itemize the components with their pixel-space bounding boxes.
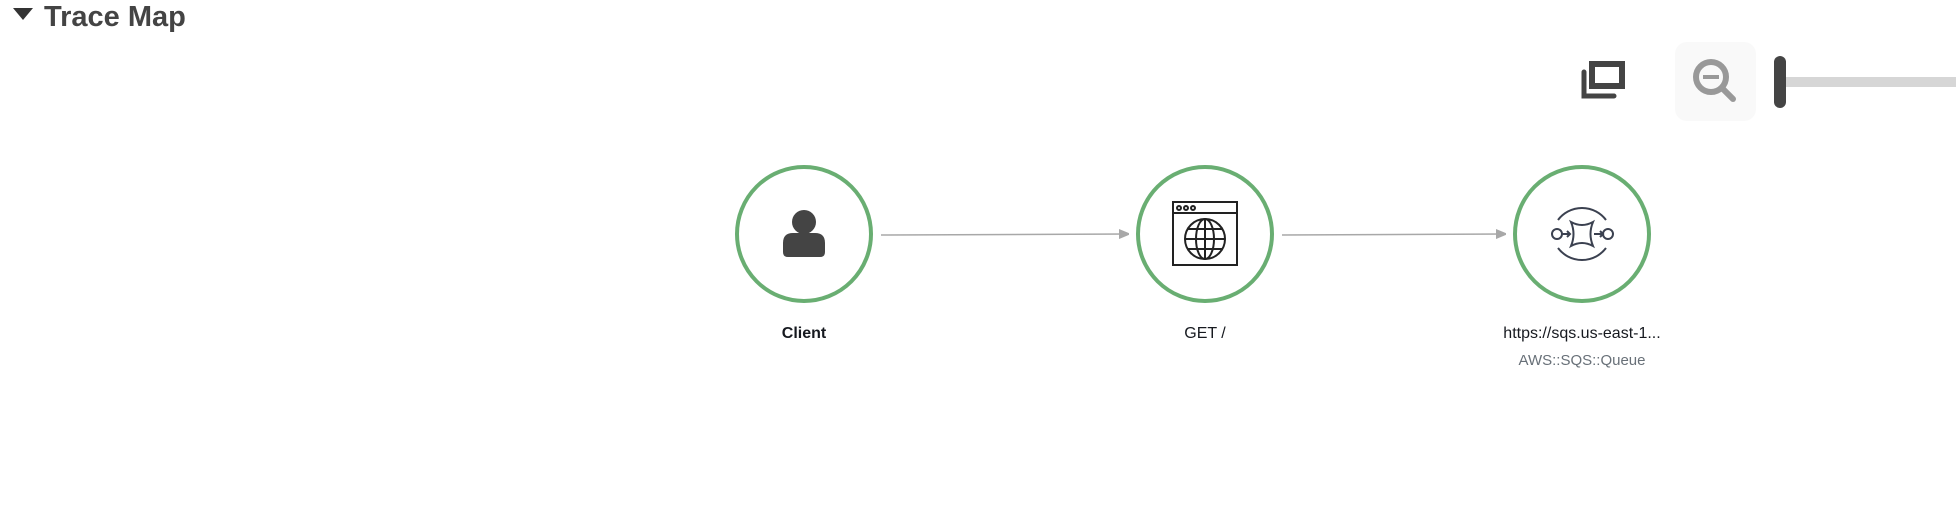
zoom-slider-track[interactable] bbox=[1780, 77, 1956, 87]
copy-button[interactable] bbox=[1578, 60, 1626, 102]
edge-client-to-get[interactable] bbox=[880, 234, 1128, 235]
sqs-queue-icon bbox=[1551, 207, 1614, 261]
node-label-client: Client bbox=[781, 325, 827, 342]
user-icon bbox=[783, 210, 825, 257]
node-client[interactable] bbox=[735, 165, 873, 303]
node-sqs[interactable] bbox=[1513, 165, 1651, 303]
collapse-caret-icon[interactable] bbox=[13, 8, 33, 20]
zoom-out-icon bbox=[1693, 59, 1736, 102]
node-label-sqs: https://sqs.us-east-1... bbox=[1503, 325, 1661, 342]
node-label-get: GET / bbox=[1184, 325, 1226, 342]
section-title[interactable]: Trace Map bbox=[44, 1, 186, 33]
web-globe-icon bbox=[1172, 201, 1238, 266]
zoom-slider-handle[interactable] bbox=[1774, 56, 1786, 108]
edge-get-to-sqs[interactable] bbox=[1281, 234, 1505, 235]
zoom-out-button[interactable] bbox=[1675, 42, 1756, 121]
copy-icon bbox=[1581, 61, 1625, 99]
node-type-sqs: AWS::SQS::Queue bbox=[1518, 352, 1646, 369]
node-get[interactable] bbox=[1136, 165, 1274, 303]
